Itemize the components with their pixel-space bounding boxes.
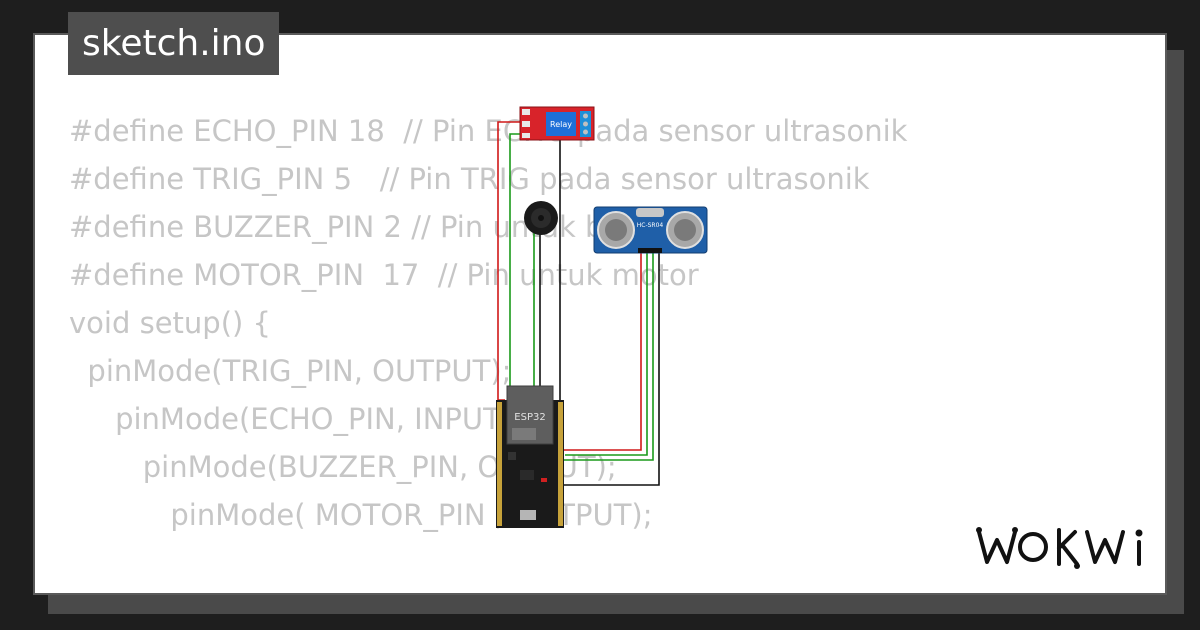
code-line: #define MOTOR_PIN 17 // Pin untuk motor xyxy=(69,258,699,292)
wire-sensor-echo xyxy=(562,252,654,461)
right-pin-header xyxy=(558,402,563,526)
sensor-label: HC-SR04 xyxy=(637,222,664,229)
wire-sensor-vcc xyxy=(560,252,642,451)
code-line: void setup() { xyxy=(69,306,271,340)
ultrasonic-sensor: HC-SR04 xyxy=(593,206,708,254)
relay-label: Relay xyxy=(550,120,572,129)
wire-sensor-trig xyxy=(565,252,648,456)
buzzer xyxy=(524,201,558,235)
wire-sensor-gnd xyxy=(555,252,660,486)
esp32-board: ESP32 xyxy=(496,385,564,528)
wire-relay-vcc xyxy=(497,121,520,401)
code-line: pinMode(ECHO_PIN, INPUT); xyxy=(69,402,522,436)
board-label: ESP32 xyxy=(514,412,545,423)
code-line: #define TRIG_PIN 5 // Pin TRIG pada sens… xyxy=(69,162,870,196)
relay-module: Relay xyxy=(519,106,595,141)
left-pin-header xyxy=(497,402,502,526)
wokwi-logo xyxy=(976,527,1143,569)
file-title: sketch.ino xyxy=(68,12,280,75)
code-line: pinMode( MOTOR_PIN , OUTPUT); xyxy=(69,498,653,532)
code-line: pinMode(TRIG_PIN, OUTPUT); xyxy=(69,354,512,388)
